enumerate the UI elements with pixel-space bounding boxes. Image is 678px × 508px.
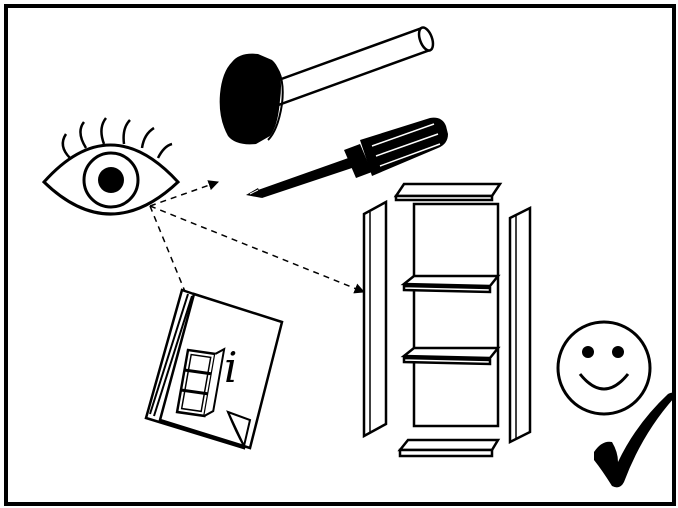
shelf-left-panel (362, 199, 388, 439)
frame-border (4, 4, 676, 506)
shelf-board-upper (400, 274, 501, 288)
screwdriver-icon (246, 117, 448, 198)
manual-shelf-diagram (175, 347, 226, 418)
shelf-bottom-panel (397, 438, 501, 452)
shelf-back-frame (412, 202, 500, 428)
eye-icon (41, 117, 181, 216)
bookshelf-parts (362, 182, 532, 458)
shelf-right-panel (508, 205, 532, 445)
mallet-icon (219, 26, 435, 145)
checkmark-icon (594, 392, 675, 488)
arrow-to-tools (149, 180, 219, 207)
smiley-face-icon (556, 320, 652, 416)
manual-info-label: i (224, 343, 237, 392)
arrow-to-shelf (149, 205, 365, 294)
instruction-manual-icon: i (144, 288, 284, 450)
shelf-top-panel (393, 182, 503, 198)
shelf-board-lower (400, 346, 501, 360)
